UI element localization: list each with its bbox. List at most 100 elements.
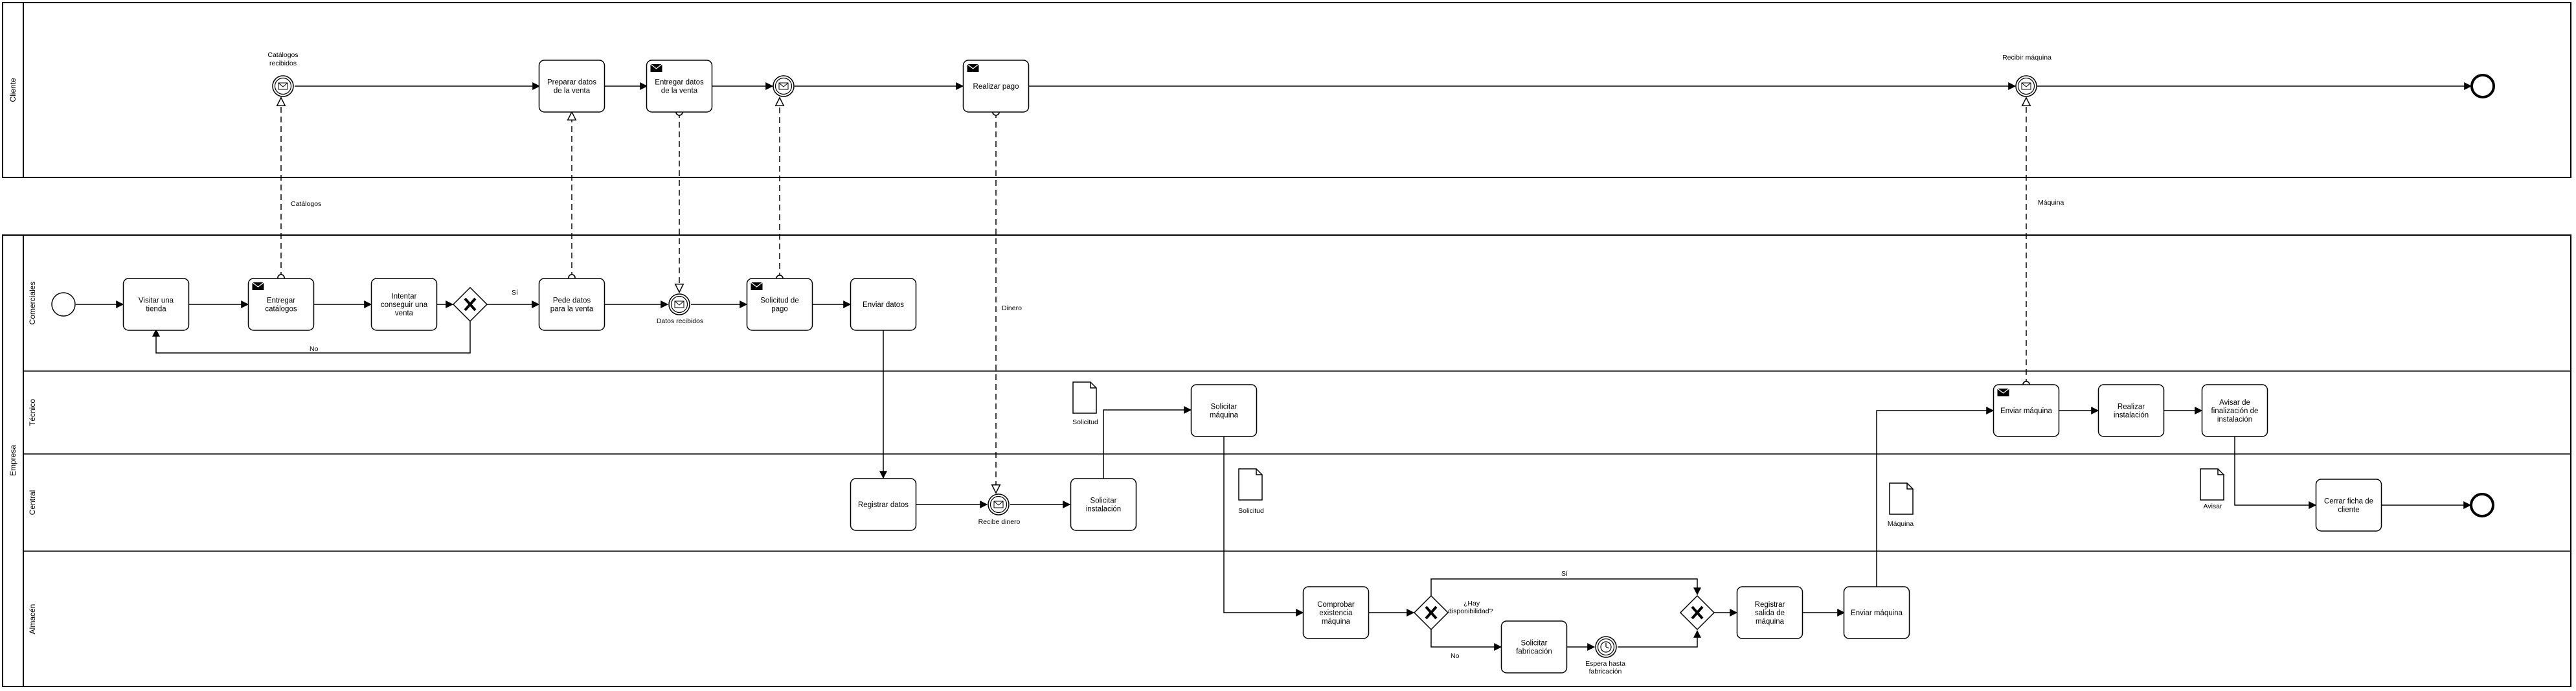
clock-icon xyxy=(1600,641,1612,653)
label-catalogos: Catálogos xyxy=(291,200,321,208)
task-label: Enviar máquina xyxy=(2000,407,2053,415)
pool-label-empresa: Empresa xyxy=(8,445,17,476)
event-label-datos-recibidos: Datos recibidos xyxy=(657,317,703,325)
task-label: máquina xyxy=(1210,412,1239,420)
flow-labels: Catálogos Máquina Dinero Sí No ¿Hay disp… xyxy=(291,199,2064,660)
start-event xyxy=(51,292,76,317)
event-label-espera-1: Espera hasta xyxy=(1585,660,1625,668)
end-event-empresa xyxy=(2470,493,2494,517)
envelope-icon xyxy=(650,63,662,72)
pool-label-cliente: Cliente xyxy=(8,78,17,102)
data-object-solicitud-tecnico: Solicitud xyxy=(1072,381,1098,426)
task-label: Visitar una xyxy=(139,297,174,305)
flow-gateway-no-almacen xyxy=(1430,629,1502,651)
task-label: existencia xyxy=(1319,609,1353,617)
sequence-flows xyxy=(76,82,2472,651)
task-label: pago xyxy=(771,306,788,313)
task-label: fabricación xyxy=(1516,648,1552,656)
envelope-icon xyxy=(674,300,684,308)
task-label: Comprobar xyxy=(1317,601,1355,609)
task-label: Entregar datos xyxy=(655,79,704,87)
task-label: Preparar datos xyxy=(547,79,596,87)
lane-label-almacen: Almacén xyxy=(28,604,37,635)
task-label: máquina xyxy=(1756,618,1785,626)
task-label: Realizar pago xyxy=(973,83,1019,91)
task-label: finalización de xyxy=(2211,407,2259,415)
event-datos-recibidos: Datos recibidos xyxy=(657,293,703,325)
task-label: instalación xyxy=(1086,506,1121,514)
flow-gateway-no xyxy=(152,321,471,354)
end-event-cliente xyxy=(2470,74,2495,98)
event-label-catalogos-1: Catálogos xyxy=(267,51,298,59)
flow-solicitar-maquina-to-comprobar xyxy=(1223,436,1304,617)
envelope-icon xyxy=(778,82,789,90)
data-label-avisar: Avisar xyxy=(2204,503,2222,510)
envelope-icon xyxy=(252,282,264,290)
flow-enviar-alm-to-enviar-tec xyxy=(1876,407,1994,587)
data-object-avisar: Avisar xyxy=(2200,468,2224,510)
envelope-icon xyxy=(751,282,763,290)
label-hay-1: ¿Hay xyxy=(1463,600,1480,607)
task-label: Enviar datos xyxy=(863,301,904,309)
exclusive-x-icon xyxy=(1691,606,1704,620)
task-label: Avisar de xyxy=(2219,399,2250,407)
events: Catálogos recibidos Recibir máquina xyxy=(51,51,2495,675)
event-label-catalogos-2: recibidos xyxy=(269,60,297,67)
pool-cliente: Cliente xyxy=(2,2,2571,178)
task-label: Solicitar xyxy=(1521,640,1548,648)
task-label: Cerrar ficha de xyxy=(2324,498,2373,506)
data-object-solicitud-central: Solicitud xyxy=(1238,468,1264,515)
exclusive-x-icon xyxy=(1425,606,1438,620)
label-maquina: Máquina xyxy=(2038,199,2064,207)
message-flows xyxy=(281,98,2026,492)
envelope-icon xyxy=(278,82,288,90)
task-label: Solicitar xyxy=(1211,403,1237,411)
task-label: Realizar xyxy=(2118,403,2145,411)
task-label: instalación xyxy=(2217,416,2252,424)
task-label: Intentar xyxy=(392,293,417,300)
task-label: Solicitar xyxy=(1090,497,1117,505)
event-espera-fabricacion: Espera hasta fabricación xyxy=(1585,636,1625,675)
label-no-almacen: No xyxy=(1451,652,1460,660)
data-label-solicitud-central: Solicitud xyxy=(1238,507,1264,515)
lane-label-comerciales: Comerciales xyxy=(28,282,37,325)
task-enviar-maquina-tec: Enviar máquina xyxy=(1993,384,2060,437)
event-recibe-dinero: Recibe dinero xyxy=(978,493,1021,526)
task-label: venta xyxy=(395,310,414,317)
event-label-recibe-dinero: Recibe dinero xyxy=(978,518,1021,526)
envelope-icon xyxy=(993,501,1004,508)
label-no-comerciales: No xyxy=(310,345,319,353)
data-object-maquina: Máquina xyxy=(1888,482,1914,528)
envelope-icon xyxy=(2021,82,2031,90)
gateway-disponibilidad xyxy=(1413,595,1449,631)
task-label: Entregar xyxy=(267,297,295,305)
label-hay-2: disponibilidad? xyxy=(1448,607,1493,615)
data-label-maquina: Máquina xyxy=(1888,520,1914,528)
gateway-venta xyxy=(452,286,488,323)
task-label: instalación xyxy=(2114,412,2149,420)
label-dinero: Dinero xyxy=(1002,304,1022,312)
flow-avisar-to-cerrar xyxy=(2234,436,2317,509)
task-label: de la venta xyxy=(661,87,698,95)
lane-label-tecnico: Técnico xyxy=(28,399,37,426)
task-label: Enviar máquina xyxy=(1851,609,1903,617)
task-label: Solicitud de xyxy=(760,297,798,305)
flow-solicitar-inst-to-solicitar-maquina xyxy=(1103,406,1192,479)
event-label-recibir-maquina: Recibir máquina xyxy=(2002,54,2051,62)
task-registrar-datos: Registrar datos xyxy=(850,478,917,531)
event-message-cliente xyxy=(773,75,795,97)
